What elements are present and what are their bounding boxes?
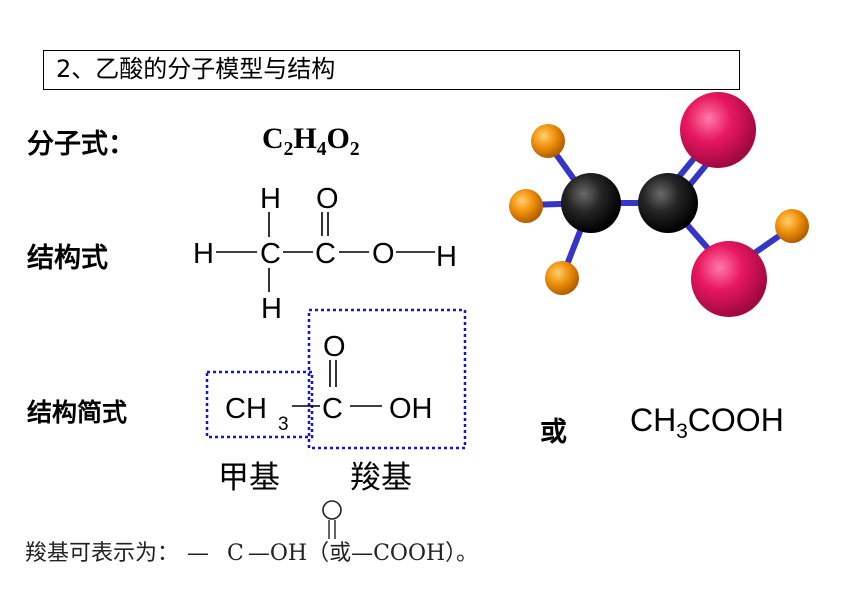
model-hydrogen-4 (775, 209, 809, 243)
structural-formula-label: 结构式 (27, 243, 108, 274)
molecular-formula-label: 分子式： (27, 129, 135, 160)
formula-h: H (293, 122, 317, 155)
simplified-oh: OH (389, 393, 433, 425)
molecular-formula: C2H4O2 (262, 122, 360, 160)
model-oxygen-2 (691, 241, 767, 317)
note-c: C (227, 541, 244, 566)
atom-h-left: H (193, 238, 214, 270)
atom-h-bottom: H (261, 293, 282, 325)
simplified-o-top: O (323, 331, 346, 363)
note-rest: —OH（或—COOH）。 (247, 541, 479, 566)
simplified-formula-label: 结构简式 (27, 398, 128, 427)
note-carbonyl-diagram (322, 500, 342, 539)
simplified-ch: CH (225, 393, 267, 425)
formula-c: C (262, 122, 284, 155)
or-word: 或 (540, 417, 567, 448)
condensed-ch: CH (630, 402, 677, 438)
model-hydrogen-2 (509, 189, 543, 223)
note-prefix: 羧基可表示为： (25, 541, 180, 566)
simplified-ch3-sub: 3 (278, 414, 289, 435)
formula-o: O (326, 122, 350, 155)
model-oxygen-1 (680, 92, 756, 168)
formula-o-sub: 2 (349, 138, 360, 160)
note-dash: — (187, 541, 210, 566)
atom-o-top: O (316, 183, 339, 215)
model-carbon-2 (638, 173, 698, 233)
model-carbon-1 (561, 173, 621, 233)
atom-o-right: O (372, 238, 395, 270)
section-title: 2、乙酸的分子模型与结构 (43, 50, 740, 90)
model-hydrogen-1 (531, 124, 565, 158)
atom-c1: C (260, 238, 281, 270)
note-oxygen-circle (322, 500, 342, 520)
formula-c-sub: 2 (283, 138, 294, 160)
methyl-group-label: 甲基 (218, 460, 280, 496)
carboxyl-note: 羧基可表示为： — C—OH（或—COOH）。 (25, 535, 478, 567)
carboxyl-group-box (307, 308, 467, 450)
ball-and-stick-model (509, 92, 809, 317)
formula-h-sub: 4 (316, 138, 327, 160)
carboxyl-group-label: 羧基 (350, 460, 412, 496)
methyl-group-box (205, 370, 314, 439)
model-hydrogen-3 (545, 261, 579, 295)
condensed-cooh: COOH (687, 402, 784, 438)
condensed-sub: 3 (676, 420, 688, 444)
structural-formula-diagram: H H C H O C O H (193, 183, 457, 325)
atom-h-right: H (436, 241, 457, 273)
atom-c2: C (315, 238, 336, 270)
condensed-formula: CH3COOH (630, 402, 784, 443)
atom-h-top: H (260, 183, 281, 215)
simplified-c: C (322, 393, 343, 425)
simplified-formula-diagram: CH 3 C O OH (205, 308, 467, 450)
